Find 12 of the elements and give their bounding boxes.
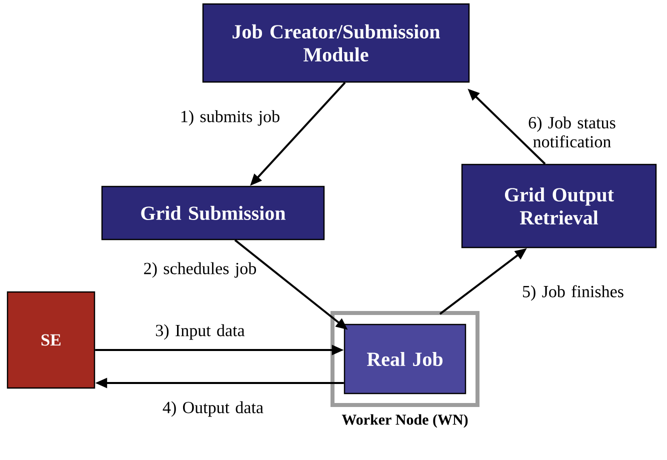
edge-label: 4) Output data xyxy=(162,401,264,417)
process-box: Grid Output Retrieval xyxy=(461,164,657,248)
job-box: Real Job xyxy=(344,324,466,394)
edge-label: 3) Input data xyxy=(156,324,245,340)
edge-label: 1) submits job xyxy=(181,110,280,126)
storage-box: SE xyxy=(6,291,96,389)
edge-label: 5) Job finishes xyxy=(523,285,624,301)
edge-label: 2) schedules job xyxy=(144,262,256,278)
process-box: Grid Submission xyxy=(101,186,325,240)
edge-label: 6) Job status notification xyxy=(528,116,616,148)
module-box: Job Creator/Submission Module xyxy=(202,3,470,83)
node-label: Worker Node (WN) xyxy=(342,414,468,428)
